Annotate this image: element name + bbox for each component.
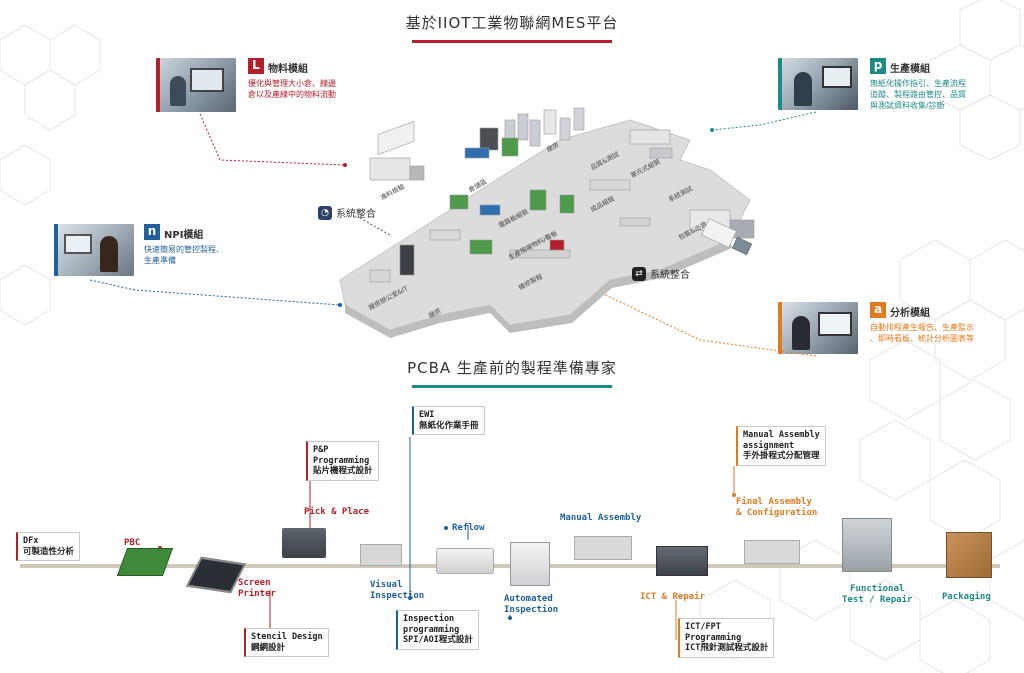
production-module-name: 生產模組: [890, 64, 930, 75]
analysis-module-tag: a: [870, 302, 886, 318]
system-integration-1: ◔ 系統整合: [318, 205, 376, 220]
mes-title-bar: [412, 40, 612, 43]
stage-visual-inspection: Visual Inspection: [370, 580, 425, 601]
integration-icon: ◔: [318, 205, 332, 220]
visual-inspection-station-icon: [360, 544, 402, 566]
truck-icon: [377, 121, 753, 256]
manual-assembly-station-icon: [574, 536, 632, 560]
system-integration-2: ⇄ 系統整合: [632, 266, 690, 281]
box-stencil-design: Stencil Design 鋼網設計: [244, 628, 329, 657]
box-ewi: EWI 無紙化作業手冊: [412, 406, 485, 435]
stage-packaging: Packaging: [942, 592, 991, 602]
pcba-title-bar: [412, 385, 612, 388]
analysis-module-photo: [778, 302, 858, 354]
pcba-title: PCBA 生產前的製程準備專家: [407, 359, 617, 377]
stage-automated-inspection: Automated Inspection: [504, 594, 559, 615]
npi-module-photo: [54, 224, 134, 276]
box-manual-assembly-assignment: Manual Assembly assignment 手外掛程式分配管理: [736, 426, 826, 466]
npi-module-desc: 快速簡易的管控製程、 生產準備: [144, 245, 224, 265]
stage-final-assembly: Final Assembly & Configuration: [736, 497, 818, 518]
npi-module-tag: n: [144, 224, 160, 240]
stage-pbc: PBC: [124, 538, 141, 548]
aoi-machine-icon: [510, 542, 550, 586]
npi-module-name: NPI模組: [164, 230, 204, 241]
production-module-tag: p: [870, 58, 886, 74]
production-module-photo: [778, 58, 858, 110]
stage-ict-repair: ICT & Repair: [640, 592, 706, 602]
ict-tester-icon: [656, 546, 708, 576]
packaging-box-icon: [946, 532, 992, 578]
stage-functional-test: Functional Test / Repair: [842, 584, 913, 605]
box-inspection-programming: Inspection programming SPI/AOI程式設計: [396, 610, 479, 650]
stage-screen-printer: Screen Printer: [238, 578, 276, 599]
box-dfx: DFx 可製造性分析: [16, 532, 81, 561]
material-module-tag: L: [248, 58, 264, 74]
stage-reflow: Reflow: [452, 523, 485, 533]
analysis-module-name: 分析模組: [890, 308, 930, 319]
stage-manual-assembly: Manual Assembly: [560, 513, 642, 523]
box-pp-programming: P&P Programming 貼片機程式設計: [306, 441, 379, 481]
material-module-desc: 優化與管理大小倉、線邊 倉以及產線中的物料流動: [248, 79, 336, 99]
production-module-desc: 無紙化操作指引、生產流程 追蹤、製程路由管控、品質 與測試資料收集/診斷: [870, 79, 966, 110]
reflow-oven-icon: [436, 548, 494, 574]
factory-illustration: 進料檢驗 廠房 品質&測試 單元式組裝 倉儲區 電路板組裝 成品組裝 生產現場物…: [339, 107, 755, 338]
pick-place-machine-icon: [282, 528, 326, 558]
stage-pick-place: Pick & Place: [304, 507, 370, 517]
final-assembly-station-icon: [744, 540, 800, 564]
functional-test-station-icon: [842, 518, 892, 572]
box-ict-fpt-programming: ICT/FPT Programming ICT飛針測試程式設計: [678, 618, 775, 658]
material-module-name: 物料模組: [268, 64, 308, 75]
material-module-photo: [156, 58, 236, 112]
mes-title: 基於IIOT工業物聯網MES平台: [405, 14, 619, 32]
integration-icon: ⇄: [632, 266, 646, 281]
analysis-module-desc: 自動排程產生報告、生產監示 、即時看板、統計分析圖表等: [870, 323, 974, 343]
